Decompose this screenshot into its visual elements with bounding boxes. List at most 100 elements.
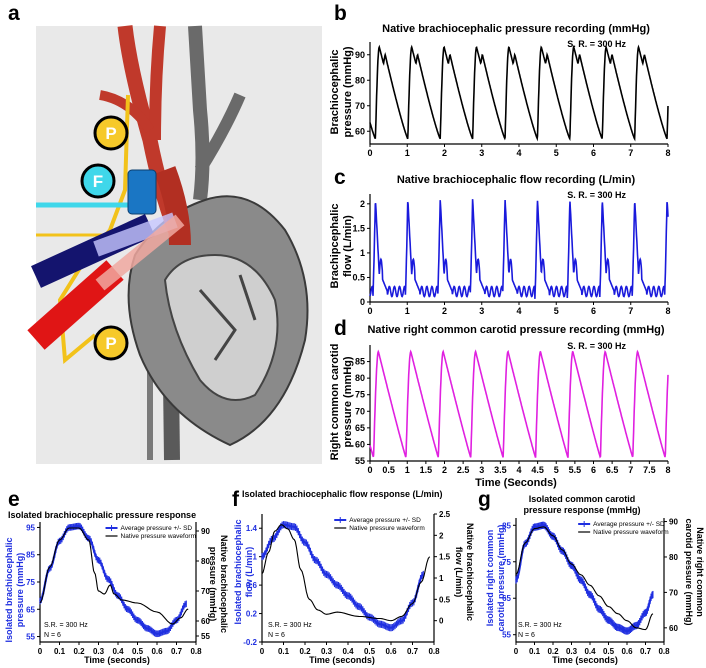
x-tick-label: 5 bbox=[554, 148, 559, 158]
y-tick-label-right: 60 bbox=[669, 624, 678, 633]
y-tick-label: 0.5 bbox=[352, 272, 365, 282]
chart-g-xlabel: Time (seconds) bbox=[552, 655, 618, 665]
x-tick-label: 0.3 bbox=[93, 647, 105, 656]
x-tick-label: 7 bbox=[628, 148, 633, 158]
series-line bbox=[369, 44, 669, 142]
x-tick-label: 0.7 bbox=[407, 647, 419, 656]
panel-letter-f: f bbox=[232, 488, 240, 511]
x-tick-label: 4 bbox=[516, 465, 521, 475]
chart-g-title-2: pressure response (mmHg) bbox=[523, 505, 640, 515]
chart-e-xlabel: Time (seconds) bbox=[84, 655, 150, 665]
x-tick-label: 0.8 bbox=[658, 647, 670, 656]
x-tick-label: 1.5 bbox=[420, 465, 433, 475]
panel-letter-g: g bbox=[478, 488, 491, 511]
panel-letter-a: a bbox=[8, 2, 20, 25]
chart-d-sr: S. R. = 300 Hz bbox=[567, 341, 626, 351]
y-tick-label-right: 55 bbox=[201, 632, 210, 641]
heart-valves bbox=[198, 274, 257, 361]
chart-g-sr: S.R. = 300 Hz bbox=[518, 622, 562, 629]
x-tick-label: 5.5 bbox=[569, 465, 582, 475]
y-tick-label: -0.2 bbox=[243, 638, 257, 647]
x-tick-label: 0.5 bbox=[603, 647, 615, 656]
chart-b-ylabel-2: pressure (mmHg) bbox=[342, 46, 354, 137]
x-tick-label: 0 bbox=[260, 647, 265, 656]
y-tick-label: 80 bbox=[355, 373, 365, 383]
chart-c-ylabel-1: Brachipcephalic bbox=[329, 204, 341, 289]
chart-c-ylabel-2: flow (L/min) bbox=[342, 215, 354, 277]
chart-b-sr: S. R. = 300 Hz bbox=[567, 39, 626, 49]
x-tick-label: 0.4 bbox=[342, 647, 354, 656]
chart-b: Native brachiocephalic pressure recordin… bbox=[329, 23, 671, 158]
chart-f-title: Isolated brachiocephalic flow response (… bbox=[242, 489, 443, 499]
legend-average-label: Average pressure +/- SD bbox=[593, 521, 665, 528]
x-tick-label: 0.3 bbox=[566, 647, 578, 656]
chart-g-ylabel-right-2: carotid pressure (mmHg) bbox=[684, 518, 694, 625]
panel-letter-c: c bbox=[334, 166, 346, 189]
y-tick-label-right: 2.5 bbox=[439, 510, 451, 519]
y-tick-label: 65 bbox=[355, 423, 365, 433]
x-tick-label: 0.7 bbox=[171, 647, 183, 656]
x-tick-label: 3 bbox=[479, 306, 484, 316]
flow-probe bbox=[127, 169, 157, 215]
x-tick-label: 7 bbox=[628, 306, 633, 316]
chart-e: Isolated brachiocephalic pressure respon… bbox=[4, 510, 229, 665]
x-tick-label: 1 bbox=[405, 465, 410, 475]
x-tick-label: 0.8 bbox=[428, 647, 440, 656]
panel-letter-e: e bbox=[8, 488, 20, 511]
x-tick-label: 0 bbox=[514, 647, 519, 656]
x-tick-label: 0.5 bbox=[132, 647, 144, 656]
pressure-badge-bottom-label: P bbox=[105, 334, 116, 353]
y-tick-label-right: 1 bbox=[439, 574, 444, 583]
x-tick-label: 0.2 bbox=[299, 647, 311, 656]
legend-native-label: Native pressure waveform bbox=[593, 529, 669, 536]
y-tick-label-right: 80 bbox=[669, 553, 678, 562]
x-tick-label: 0.5 bbox=[382, 465, 395, 475]
x-tick-label: 2 bbox=[442, 148, 447, 158]
chart-c-sr: S. R. = 300 Hz bbox=[567, 190, 626, 200]
x-tick-label: 0.2 bbox=[547, 647, 559, 656]
x-tick-label: 0.1 bbox=[278, 647, 290, 656]
native-line bbox=[261, 524, 431, 622]
x-tick-label: 0.2 bbox=[73, 647, 85, 656]
x-tick-label: 0 bbox=[367, 465, 372, 475]
legend-average-label: Average pressure +/- SD bbox=[121, 525, 193, 532]
y-tick-label: 1.5 bbox=[352, 223, 365, 233]
x-tick-label: 5 bbox=[554, 465, 559, 475]
chart-g-n: N = 6 bbox=[518, 632, 535, 639]
chart-g-ylabel-left-2: carotid pressure (mmHg) bbox=[496, 524, 506, 631]
chart-f: Isolated brachiocephalic flow response (… bbox=[233, 489, 475, 665]
x-tick-label: 6.5 bbox=[606, 465, 619, 475]
legend-native-label: Native pressure waveform bbox=[349, 525, 425, 532]
y-tick-label: 70 bbox=[355, 406, 365, 416]
x-tick-label: 0.6 bbox=[621, 647, 633, 656]
x-tick-label: 0.6 bbox=[151, 647, 163, 656]
x-tick-label: 8 bbox=[665, 465, 670, 475]
pressure-badge-top bbox=[93, 115, 129, 151]
right-carotid bbox=[149, 25, 166, 141]
heart-chamber bbox=[163, 253, 279, 401]
x-tick-label: 8 bbox=[665, 148, 670, 158]
x-tick-label: 0.1 bbox=[529, 647, 541, 656]
y-tick-label: 55 bbox=[355, 456, 365, 466]
x-tick-label: 0.4 bbox=[112, 647, 124, 656]
flow-badge bbox=[80, 163, 116, 199]
y-tick-label-right: 70 bbox=[201, 587, 210, 596]
chart-d-ylabel-2: pressure (mmHg) bbox=[342, 356, 354, 447]
legend-native-label: Native pressure waveform bbox=[121, 533, 196, 540]
chart-f-ylabel-right-1: Native brachiocephalic bbox=[465, 523, 475, 621]
chart-f-sr: S.R. = 300 Hz bbox=[268, 622, 312, 629]
panel-letter-d: d bbox=[334, 317, 347, 340]
x-tick-label: 0.4 bbox=[584, 647, 596, 656]
chart-f-ylabel-left-1: Isolated brachiocephalic bbox=[233, 519, 243, 624]
y-tick-label: 0.2 bbox=[246, 610, 258, 619]
chart-d: Native right common carotid pressure rec… bbox=[329, 324, 671, 489]
x-tick-label: 0.3 bbox=[321, 647, 333, 656]
y-tick-label-right: 90 bbox=[201, 527, 210, 536]
cannula-blue-tube bbox=[93, 212, 178, 257]
chart-g-ylabel-right-1: Native right common bbox=[695, 527, 705, 617]
x-tick-label: 2 bbox=[442, 306, 447, 316]
